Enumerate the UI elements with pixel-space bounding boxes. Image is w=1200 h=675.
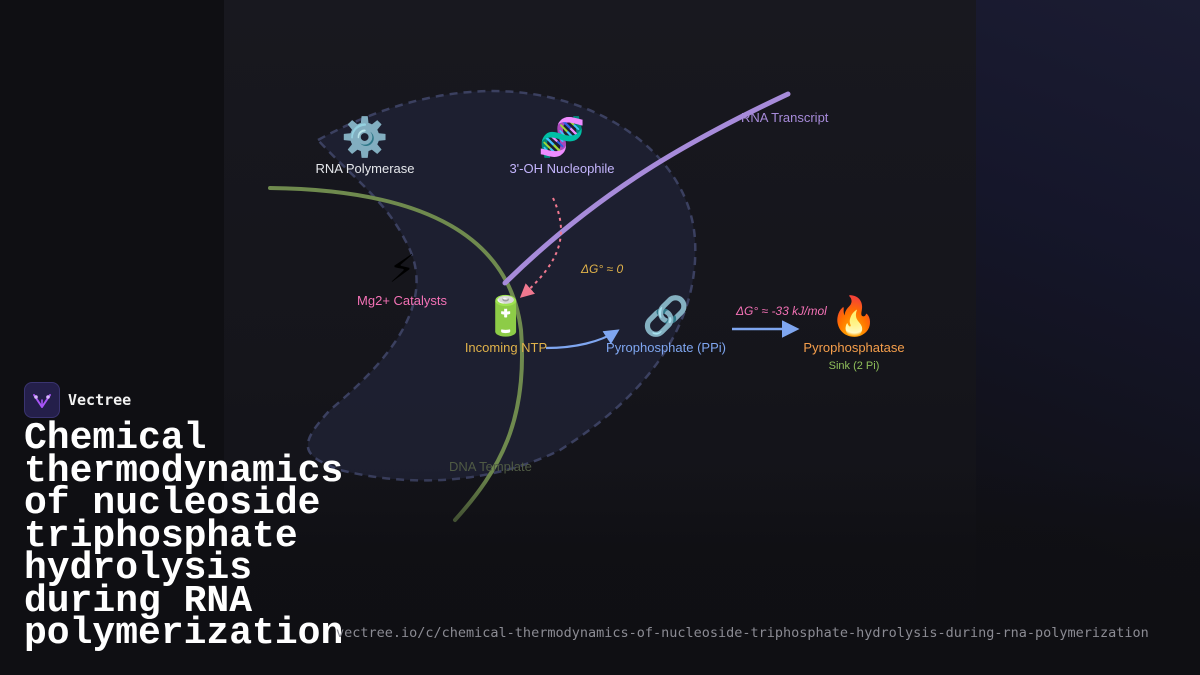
ppi-label: Pyrophosphate (PPi) bbox=[606, 340, 726, 355]
vectree-logo-icon bbox=[24, 382, 60, 418]
node-rna-polymerase: ⚙️ RNA Polymerase bbox=[316, 115, 415, 176]
ntp-label: Incoming NTP bbox=[464, 340, 548, 355]
rna-transcript-strand bbox=[502, 91, 791, 286]
node-catalysts: ⚡ Mg2+ Catalysts bbox=[357, 247, 447, 308]
node-ntp: 🔋 Incoming NTP bbox=[465, 294, 547, 355]
bottom-fade bbox=[0, 470, 1200, 675]
fire-icon: 🔥 bbox=[830, 294, 878, 338]
catalysts-label: Mg2+ Catalysts bbox=[357, 293, 447, 308]
dna-icon: 🧬 bbox=[538, 115, 586, 159]
lightning-icon: ⚡ bbox=[388, 247, 416, 291]
rna-transcript-label: RNA Transcript bbox=[741, 110, 829, 125]
node-pyrophosphatase: 🔥 Pyrophosphatase Sink (2 Pi) bbox=[803, 294, 904, 372]
gear-icon: ⚙️ bbox=[341, 115, 389, 159]
pyrophosphatase-label: Pyrophosphatase bbox=[803, 340, 905, 355]
dg-zero-annotation: ΔG° ≈ 0 bbox=[581, 262, 624, 276]
pyrophosphatase-sublabel: Sink (2 Pi) bbox=[828, 360, 880, 372]
brand-name: Vectree bbox=[68, 391, 132, 409]
node-ppi: 🔗 Pyrophosphate (PPi) bbox=[606, 294, 726, 355]
dna-template-strand bbox=[268, 186, 524, 522]
ppi-release-arrow bbox=[545, 329, 620, 350]
brand[interactable]: Vectree bbox=[24, 382, 131, 418]
rna-polymerase-label: RNA Polymerase bbox=[315, 161, 415, 176]
link-icon: 🔗 bbox=[642, 294, 690, 338]
dg-hydrolysis-annotation: ΔG° ≈ -33 kJ/mol bbox=[736, 304, 827, 318]
nucleophile-label: 3'-OH Nucleophile bbox=[509, 161, 615, 176]
nucleophilic-attack-arrow bbox=[519, 197, 562, 298]
node-nucleophile: 🧬 3'-OH Nucleophile bbox=[509, 115, 614, 176]
page-title: Chemical thermodynamics of nucleoside tr… bbox=[24, 417, 344, 655]
battery-icon: 🔋 bbox=[482, 294, 530, 338]
page-url[interactable]: vectree.io/c/chemical-thermodynamics-of-… bbox=[336, 625, 1149, 641]
rna-polymerase-enzyme-shape bbox=[306, 89, 697, 482]
